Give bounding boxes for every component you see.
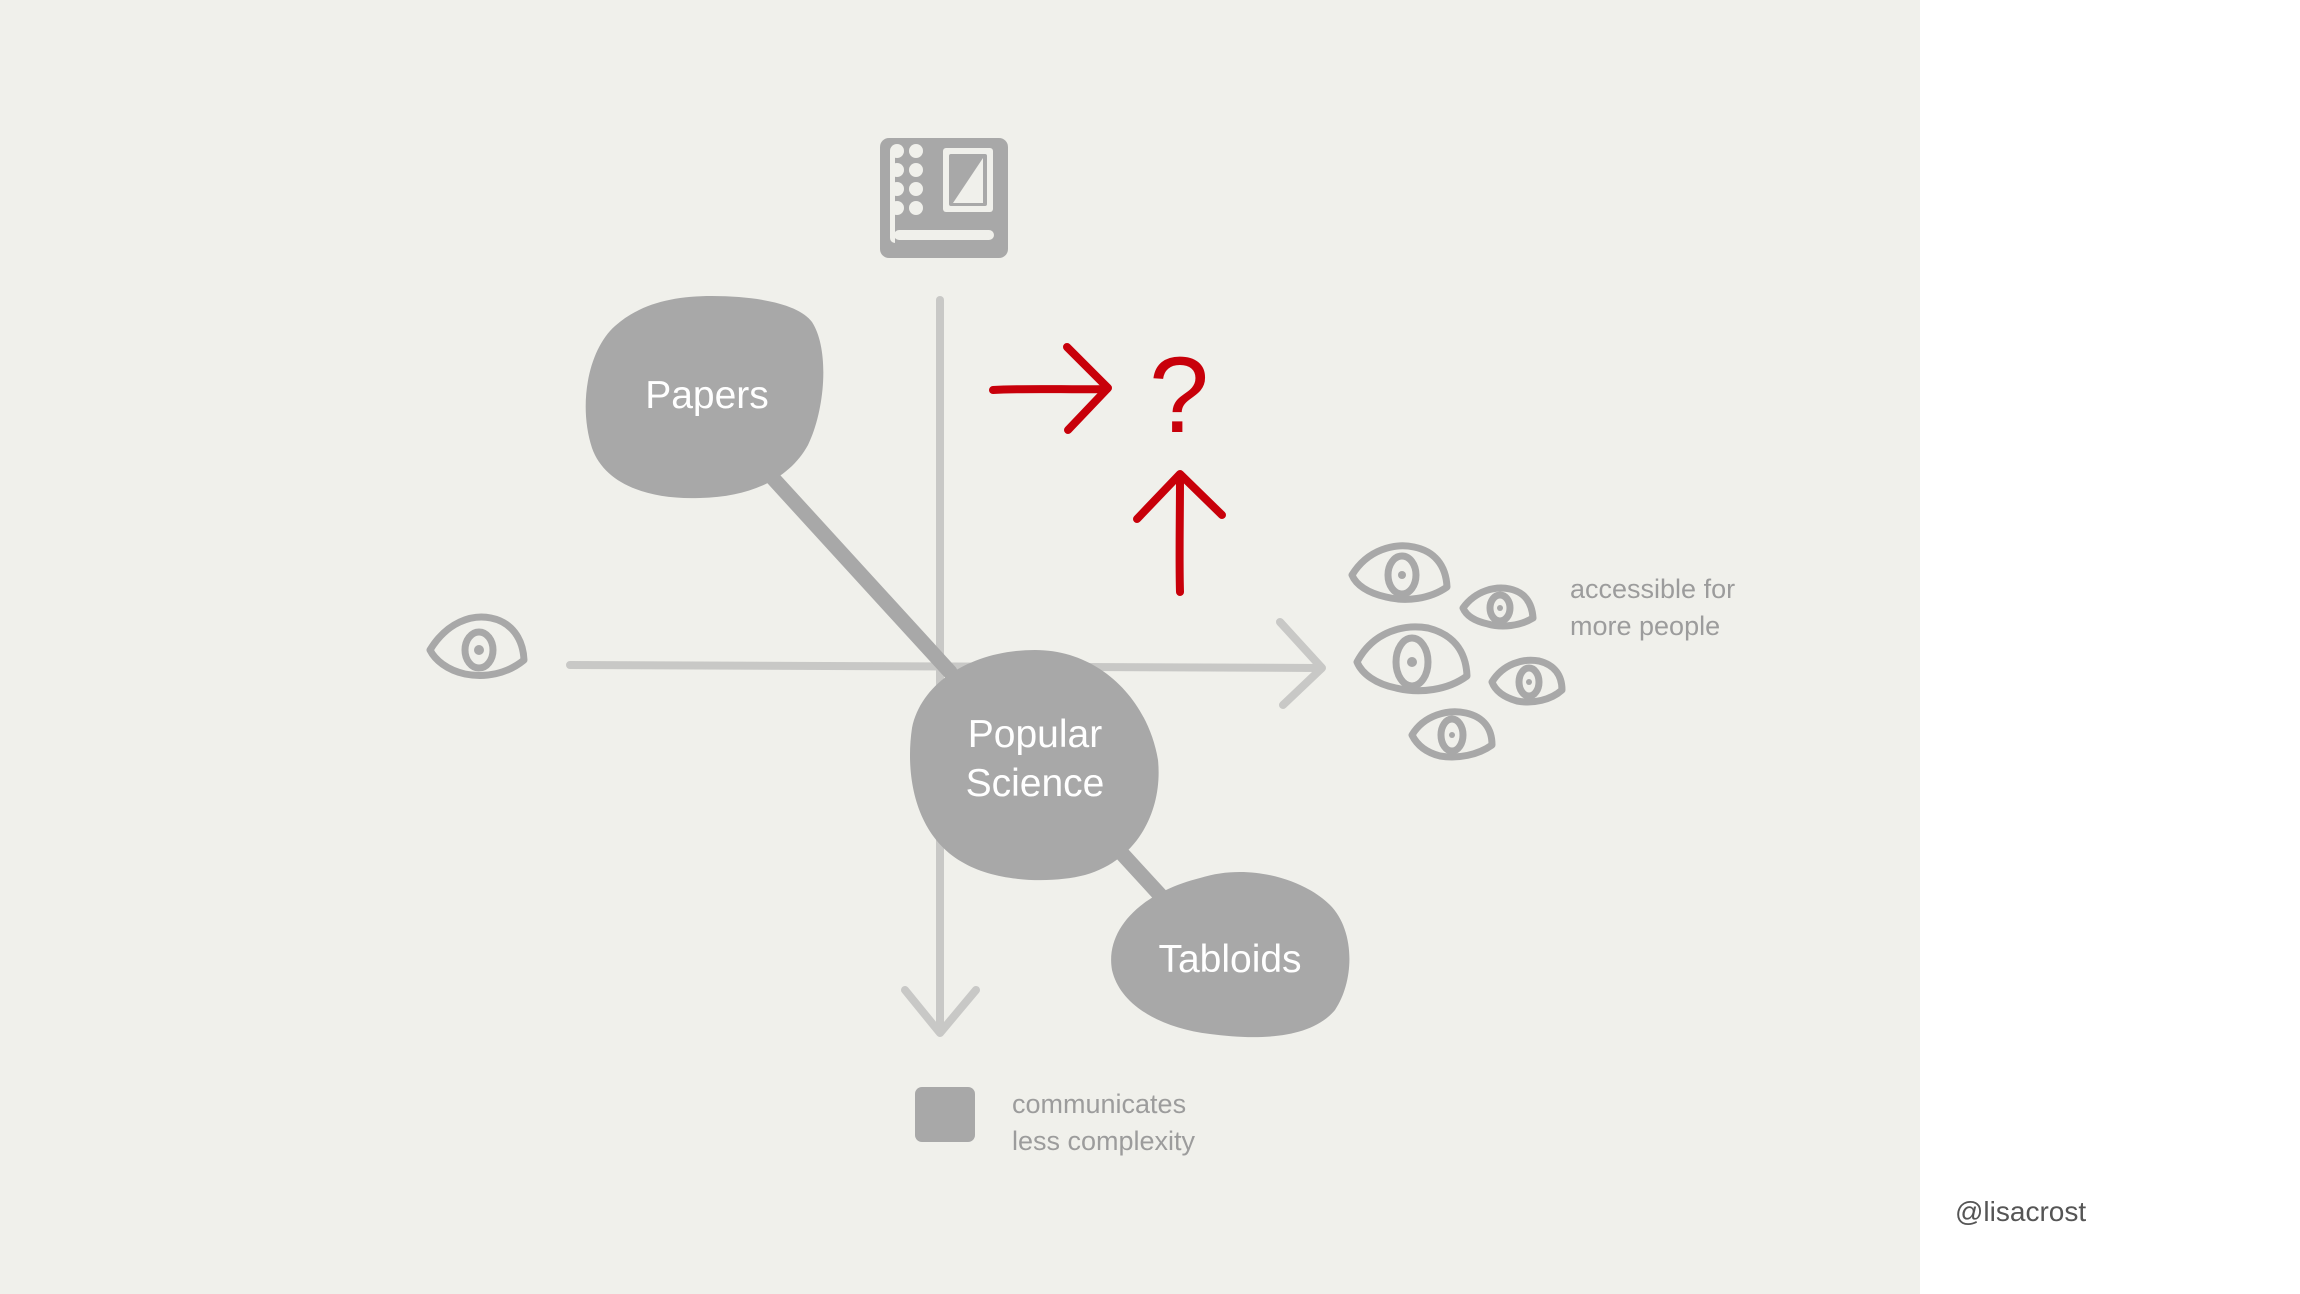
newspaper-icon — [880, 138, 1008, 258]
papers-blob — [585, 296, 824, 499]
tabloids-label: Tabloids — [1158, 938, 1301, 981]
author-credit: @lisacrost — [1955, 1196, 2087, 1227]
diagram-canvas: Papers Popular Science Tabloids — [426, 138, 1566, 1142]
eyes-crowd-icon — [1348, 542, 1566, 761]
popular-science-label-line1: Popular — [968, 713, 1102, 756]
slide: Papers Popular Science Tabloids — [0, 0, 1920, 1294]
accessibility-axis-label-line2: more people — [1570, 611, 1721, 641]
question-mark: ? — [1149, 334, 1209, 455]
simple-square-icon — [915, 1087, 975, 1142]
red-up-arrow — [1133, 470, 1226, 596]
popular-science-label-line2: Science — [966, 762, 1105, 805]
complexity-axis-label: communicates less complexity — [1012, 1086, 1195, 1160]
eye-icon — [426, 613, 528, 679]
vertical-axis-arrowhead — [901, 986, 980, 1037]
tabloids-blob — [1111, 871, 1350, 1038]
red-right-arrow — [989, 343, 1112, 434]
papers-label: Papers — [645, 374, 769, 417]
accessibility-axis-label-line1: accessible for — [1570, 574, 1736, 604]
horizontal-axis-arrowhead — [1276, 618, 1326, 709]
papers-connector — [762, 467, 958, 680]
accessibility-axis-label: accessible for more people — [1570, 571, 1735, 645]
complexity-axis-label-line2: less complexity — [1012, 1126, 1196, 1156]
popular-science-blob — [909, 650, 1159, 881]
complexity-axis-label-line1: communicates — [1012, 1089, 1187, 1119]
